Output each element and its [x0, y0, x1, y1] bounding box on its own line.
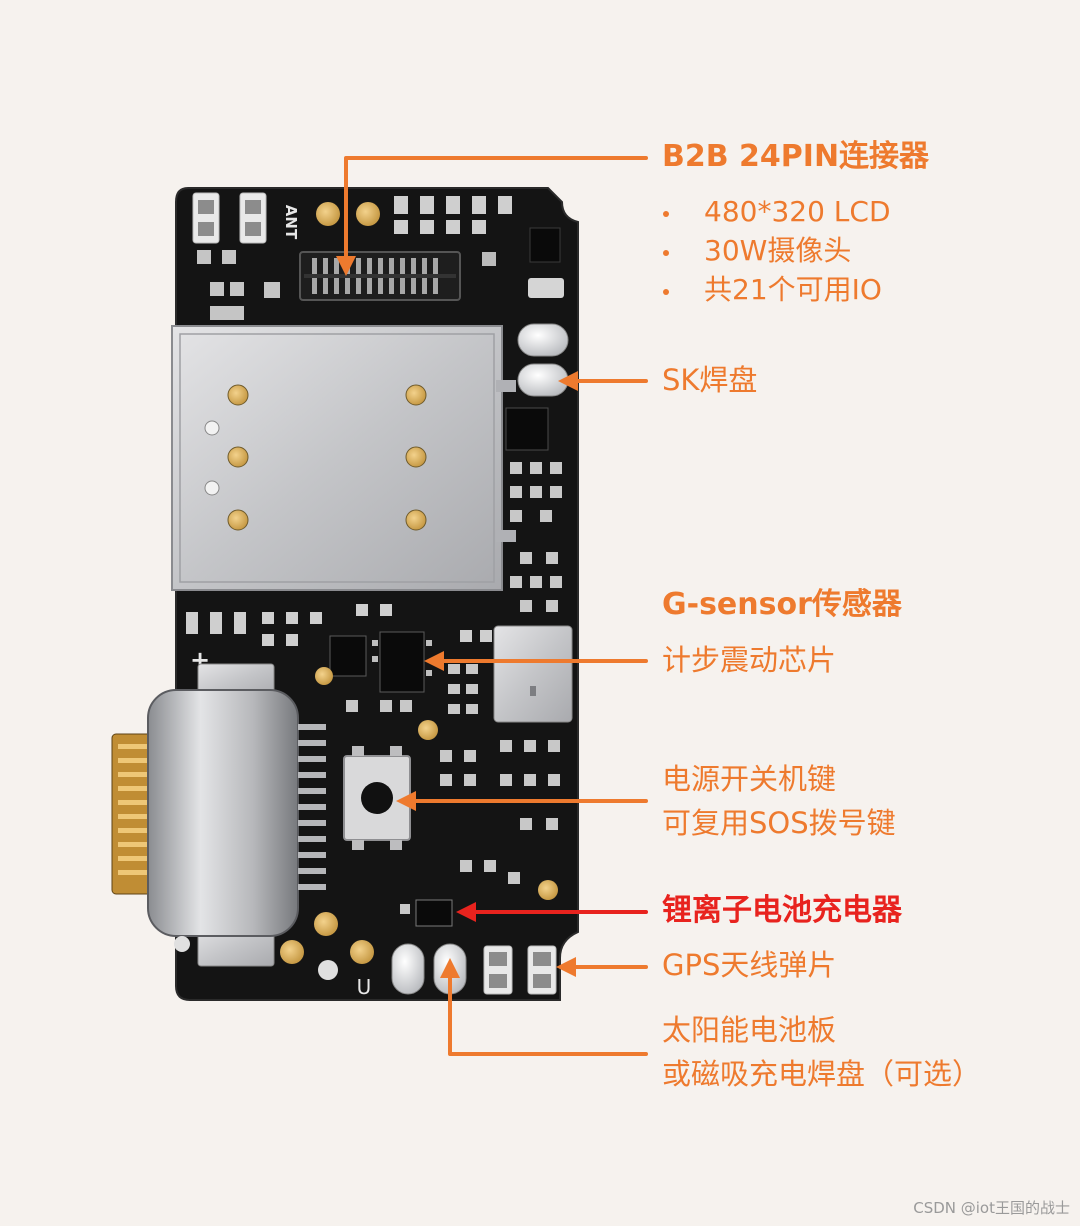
leader-lines [336, 156, 648, 1056]
solar-line1: 太阳能电池板 [662, 1013, 837, 1047]
antenna-pads [192, 192, 267, 244]
watermark: CSDN @iot王国的战士 [913, 1199, 1070, 1217]
b2b-bullet-camera: 30W摄像头 [704, 234, 852, 267]
b2b-bullet-io: 共21个可用IO [704, 273, 882, 306]
silkscreen-ant: ANT [282, 205, 300, 240]
bullet-dot [663, 289, 669, 295]
gps-antenna-label: GPS天线弹片 [662, 948, 837, 982]
left-mid-components [186, 604, 492, 646]
sim-card-holder [171, 325, 516, 591]
top-test-points [316, 202, 380, 226]
g-sensor-title: G-sensor传感器 [662, 587, 902, 622]
charger-label: 锂离子电池充电器 [662, 893, 902, 928]
g-sensor-desc: 计步震动芯片 [662, 643, 837, 677]
center-smd-components [315, 664, 560, 900]
bottom-test-points [174, 912, 374, 980]
charger-ic [400, 899, 453, 927]
top-smd-components [197, 196, 564, 320]
power-key-line2: 可复用SOS拨号键 [662, 806, 896, 840]
solar-line2: 或磁吸充电焊盘（可选） [662, 1057, 982, 1091]
b2b-connector-title: B2B 24PIN连接器 [662, 139, 930, 174]
bullet-dot [663, 250, 669, 256]
power-button [343, 746, 411, 850]
right-mid-components [505, 407, 562, 612]
sk-pad-label: SK焊盘 [662, 363, 758, 397]
sk-pads [517, 323, 569, 397]
mic-sensor [493, 625, 573, 723]
power-key-line1: 电源开关机键 [662, 762, 837, 796]
b2b-connector [299, 251, 461, 301]
g-sensor-chips [329, 631, 432, 693]
bullet-dot [663, 211, 669, 217]
usb-c-connector [111, 663, 326, 967]
b2b-bullet-lcd: 480*320 LCD [704, 195, 891, 228]
gps-antenna-contacts [483, 945, 557, 995]
silkscreen-u: U [357, 975, 372, 999]
